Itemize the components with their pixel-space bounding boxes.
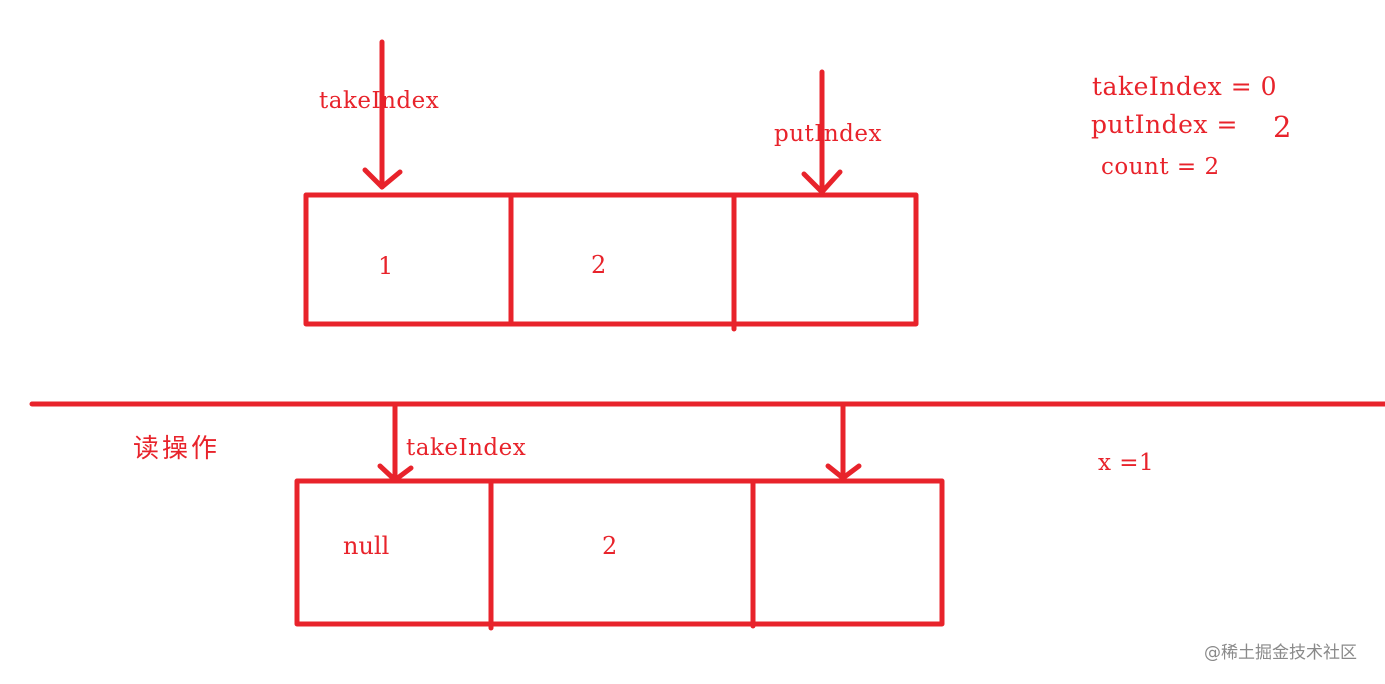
top-cell-1-value: 2 [591,251,607,279]
top-array [303,192,919,332]
bottom-array-outline [294,478,945,627]
top-take-index-label: takeIndex [319,88,440,114]
top-array-outline [303,192,919,327]
take-index-value: takeIndex = 0 [1092,72,1278,101]
bottom-take-index-label: takeIndex [406,435,527,461]
bottom-array [294,478,945,631]
put-index-name: putIndex = [1091,110,1238,139]
bottom-cell-0-value: null [343,532,390,560]
put-index-value: 2 [1273,110,1292,144]
x-value: x =1 [1098,450,1155,476]
top-cell-0-value: 1 [378,252,394,280]
top-put-index-arrow-icon [801,69,843,195]
bottom-take-index-arrow-icon [377,403,414,483]
count-value: count = 2 [1101,154,1220,180]
read-operation-label: 读操作 [133,434,221,464]
bottom-put-index-arrow-icon [825,403,862,481]
top-put-index-label: putIndex [774,121,882,147]
watermark: @稀土掘金技术社区 [1204,643,1357,663]
bottom-cell-1-value: 2 [602,532,618,560]
top-take-index-arrow-icon [362,39,403,190]
